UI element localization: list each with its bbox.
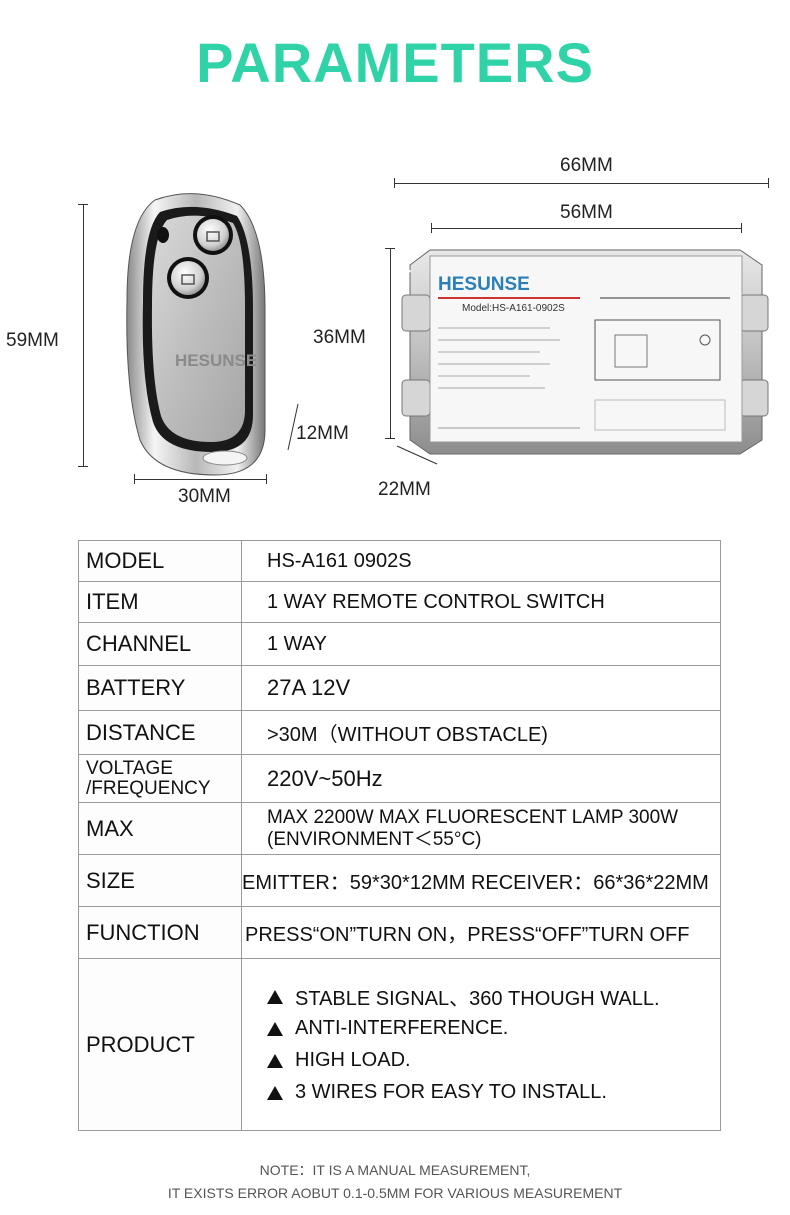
table-row: MAX MAX 2200W MAX FLUORESCENT LAMP 300W … <box>78 802 721 855</box>
spec-value-battery: 27A 12V <box>241 665 721 711</box>
spec-key-item: ITEM <box>78 581 242 623</box>
spec-table: MODEL HS-A161 0902S ITEM 1 WAY REMOTE CO… <box>78 540 721 1131</box>
spec-value-item: 1 WAY REMOTE CONTROL SWITCH <box>241 581 721 623</box>
remote-brand-logo: HESUNSE <box>175 351 257 370</box>
receiver-inner-width-cap-left <box>431 223 432 233</box>
spec-value-voltage: 220V~50Hz <box>241 754 721 803</box>
spec-key-model: MODEL <box>78 540 242 582</box>
remote-thickness-line <box>287 403 299 451</box>
table-row: BATTERY 27A 12V <box>78 665 721 711</box>
spec-value-channel: 1 WAY <box>241 622 721 666</box>
remote-height-cap-bottom <box>78 466 88 467</box>
note-line-2: IT EXISTS ERROR AOBUT 0.1-0.5MM FOR VARI… <box>167 1185 623 1201</box>
remote-control-image: HESUNSE <box>126 193 266 476</box>
receiver-height-cap-top <box>385 248 395 249</box>
receiver-inner-width-line <box>431 228 741 229</box>
remote-height-line <box>83 204 84 466</box>
table-row: VOLTAGE /FREQUENCY 220V~50Hz <box>78 754 721 803</box>
product-bullet-text: HIGH LOAD. <box>295 1049 411 1071</box>
spec-key-voltage: VOLTAGE /FREQUENCY <box>78 754 242 803</box>
table-row: DISTANCE >30M（WITHOUT OBSTACLE) <box>78 710 721 755</box>
spec-key-voltage-line2: /FREQUENCY <box>86 777 211 799</box>
triangle-icon <box>267 1021 283 1036</box>
spec-value-size: EMITTER：59*30*12MM RECEIVER：66*36*22MM <box>241 854 721 907</box>
spec-value-distance: >30M（WITHOUT OBSTACLE) <box>241 710 721 755</box>
spec-value-max-line2: (ENVIRONMENT＜55°C) <box>267 828 482 850</box>
spec-key-size: SIZE <box>78 854 242 907</box>
product-bullet: HIGH LOAD. <box>267 1045 720 1077</box>
spec-value-max-line1: MAX 2200W MAX FLUORESCENT LAMP 300W <box>267 806 679 828</box>
spec-key-channel: CHANNEL <box>78 622 242 666</box>
product-bullet: ANTI-INTERFERENCE. <box>267 1013 720 1045</box>
spec-key-voltage-line1: VOLTAGE <box>86 757 173 779</box>
table-row: ITEM 1 WAY REMOTE CONTROL SWITCH <box>78 581 721 623</box>
product-bullet-text: 3 WIRES FOR EASY TO INSTALL. <box>295 1081 607 1103</box>
product-bullet: STABLE SIGNAL、360 THOUGH WALL. <box>267 981 720 1013</box>
product-bullet-text: ANTI-INTERFERENCE. <box>295 1017 509 1039</box>
receiver-depth-label: 22MM <box>378 479 431 500</box>
remote-thickness-label: 12MM <box>296 423 349 444</box>
spec-key-function: FUNCTION <box>78 906 242 959</box>
receiver-depth-line <box>396 445 438 465</box>
spec-key-battery: BATTERY <box>78 665 242 711</box>
product-bullet: 3 WIRES FOR EASY TO INSTALL. <box>267 1077 720 1109</box>
spec-value-product: STABLE SIGNAL、360 THOUGH WALL. ANTI-INTE… <box>241 958 721 1131</box>
spec-key-distance: DISTANCE <box>78 710 242 755</box>
table-row: PRODUCT STABLE SIGNAL、360 THOUGH WALL. A… <box>78 958 721 1131</box>
receiver-inner-width-cap-right <box>741 223 742 233</box>
spec-value-model: HS-A161 0902S <box>241 540 721 582</box>
remote-height-label: 59MM <box>6 330 59 351</box>
product-bullet-text: STABLE SIGNAL、360 THOUGH WALL. <box>295 988 660 1010</box>
table-row: FUNCTION PRESS“ON”TURN ON，PRESS“OFF”TURN… <box>78 906 721 959</box>
receiver-total-width-cap-left <box>394 178 395 188</box>
triangle-icon <box>267 1053 283 1068</box>
table-row: CHANNEL 1 WAY <box>78 622 721 666</box>
remote-width-line <box>134 479 266 480</box>
receiver-total-width-label: 66MM <box>560 155 613 176</box>
table-row: SIZE EMITTER：59*30*12MM RECEIVER：66*36*2… <box>78 854 721 907</box>
remote-width-label: 30MM <box>178 486 231 507</box>
receiver-inner-width-label: 56MM <box>560 202 613 223</box>
receiver-total-width-line <box>394 183 768 184</box>
remote-height-cap-top <box>78 204 88 205</box>
spec-key-product: PRODUCT <box>78 958 242 1131</box>
receiver-model-label: Model:HS-A161-0902S <box>462 303 565 314</box>
receiver-height-line <box>390 248 391 438</box>
triangle-icon <box>267 1085 283 1100</box>
table-row: MODEL HS-A161 0902S <box>78 540 721 582</box>
receiver-height-cap-bottom <box>385 438 395 439</box>
receiver-image: HESUNSE Model:HS-A161-0902S <box>401 249 769 455</box>
remote-width-cap-left <box>134 474 135 484</box>
receiver-height-label: 36MM <box>313 327 366 348</box>
spec-value-max: MAX 2200W MAX FLUORESCENT LAMP 300W (ENV… <box>241 802 721 855</box>
triangle-icon <box>267 989 283 1004</box>
spec-value-function: PRESS“ON”TURN ON，PRESS“OFF”TURN OFF <box>241 906 721 959</box>
receiver-brand-logo: HESUNSE <box>438 274 530 295</box>
spec-key-max: MAX <box>78 802 242 855</box>
note-line-1: NOTE：IT IS A MANUAL MEASUREMENT, <box>259 1162 531 1178</box>
page-title: PARAMETERS <box>196 31 594 94</box>
remote-width-cap-right <box>266 474 267 484</box>
receiver-total-width-cap-right <box>768 178 769 188</box>
